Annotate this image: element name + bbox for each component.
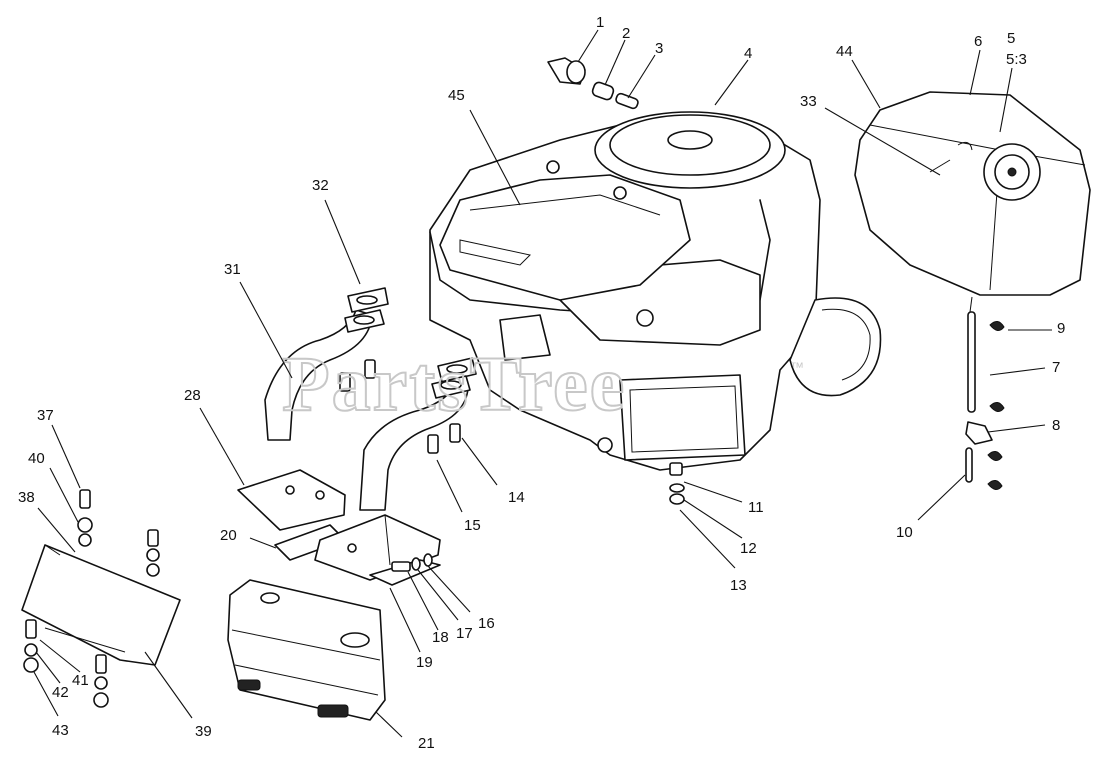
callout-2[interactable]: 2 xyxy=(622,25,630,42)
bolt-washer-nut-11-13[interactable] xyxy=(669,462,685,505)
exhaust-pipes[interactable] xyxy=(264,287,477,511)
callout-28[interactable]: 28 xyxy=(184,387,201,404)
callout-42[interactable]: 42 xyxy=(52,684,69,701)
callout-15[interactable]: 15 xyxy=(464,517,481,534)
callout-45[interactable]: 45 xyxy=(448,87,465,104)
callout-41[interactable]: 41 xyxy=(72,672,89,689)
callout-13[interactable]: 13 xyxy=(730,577,747,594)
bolts-14-15[interactable] xyxy=(339,359,461,454)
callout-37[interactable]: 37 xyxy=(37,407,54,424)
callout-9[interactable]: 9 xyxy=(1057,320,1065,337)
callout-7[interactable]: 7 xyxy=(1052,359,1060,376)
callout-31[interactable]: 31 xyxy=(224,261,241,278)
fuel-tank[interactable] xyxy=(854,91,1091,313)
callout-14[interactable]: 14 xyxy=(508,489,525,506)
callout-33[interactable]: 33 xyxy=(800,93,817,110)
bolts-16-18[interactable] xyxy=(391,553,433,572)
callout-17[interactable]: 17 xyxy=(456,625,473,642)
callout-40[interactable]: 40 xyxy=(28,450,45,467)
callout-43[interactable]: 43 xyxy=(52,722,69,739)
muffler[interactable] xyxy=(227,579,386,721)
callout-5-3[interactable]: 5:3 xyxy=(1006,51,1027,68)
engine-shroud[interactable] xyxy=(439,160,691,301)
callout-10[interactable]: 10 xyxy=(896,524,913,541)
shield-hardware[interactable] xyxy=(23,489,160,708)
muffler-brackets[interactable] xyxy=(237,469,441,586)
fuel-fitting-parts[interactable] xyxy=(547,57,639,110)
callout-8[interactable]: 8 xyxy=(1052,417,1060,434)
callout-19[interactable]: 19 xyxy=(416,654,433,671)
heat-shield[interactable] xyxy=(21,544,181,666)
svg-text:PartsTree: PartsTree xyxy=(282,340,626,427)
leader-lines xyxy=(33,29,1052,738)
callout-4[interactable]: 4 xyxy=(744,45,752,62)
callout-6[interactable]: 6 xyxy=(974,33,982,50)
fuel-line-parts[interactable] xyxy=(965,311,1005,490)
callout-21[interactable]: 21 xyxy=(418,735,435,752)
callout-32[interactable]: 32 xyxy=(312,177,329,194)
callout-20[interactable]: 20 xyxy=(220,527,237,544)
svg-text:™: ™ xyxy=(790,359,804,375)
callout-16[interactable]: 16 xyxy=(478,615,495,632)
callout-labels: 1 2 3 4 5 5:3 6 7 8 9 10 11 12 13 14 15 … xyxy=(18,14,1065,752)
callout-44[interactable]: 44 xyxy=(836,43,853,60)
callout-18[interactable]: 18 xyxy=(432,629,449,646)
callout-3[interactable]: 3 xyxy=(655,40,663,57)
callout-5[interactable]: 5 xyxy=(1007,30,1015,47)
callout-39[interactable]: 39 xyxy=(195,723,212,740)
callout-38[interactable]: 38 xyxy=(18,489,35,506)
callout-12[interactable]: 12 xyxy=(740,540,757,557)
callout-11[interactable]: 11 xyxy=(748,499,764,516)
watermark: PartsTree ™ xyxy=(281,339,804,428)
callout-1[interactable]: 1 xyxy=(596,14,604,31)
